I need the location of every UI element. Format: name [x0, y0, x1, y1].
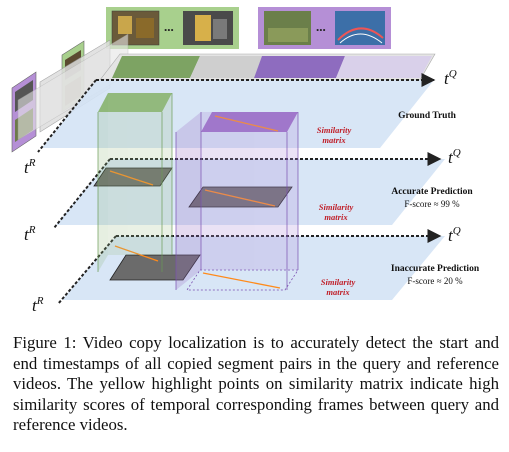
svg-text:matrix: matrix — [322, 135, 346, 145]
query-video-thumbnails: ... — [106, 7, 239, 49]
similarity-matrix-label-2: Similarity matrix — [319, 202, 354, 222]
svg-text:matrix: matrix — [324, 212, 348, 222]
accurate-prediction-metric: F-score ≈ 99 % — [404, 199, 460, 209]
green-projection-column — [98, 93, 172, 272]
inaccurate-prediction-title: Inaccurate Prediction — [391, 264, 480, 274]
projection-guide-lines — [175, 112, 299, 290]
query-axis-label-1: tQ — [444, 68, 457, 88]
similarity-matrix-label-3: Similarity matrix — [321, 277, 356, 297]
reference-axis-label-3: tR — [32, 295, 44, 315]
video-copy-localization-diagram: ... ... — [11, 7, 480, 315]
thumbnail-ellipsis: ... — [164, 19, 174, 34]
ground-truth-title: Ground Truth — [398, 111, 457, 121]
inaccurate-prediction-plane — [57, 229, 445, 305]
reference-frame-stack — [11, 33, 129, 153]
reference-axis-label-1: tR — [24, 157, 36, 177]
reference-axis-label-2: tR — [24, 224, 36, 244]
svg-text:Similarity: Similarity — [321, 277, 356, 287]
accurate-prediction-title: Accurate Prediction — [391, 187, 473, 197]
svg-text:Similarity: Similarity — [317, 125, 352, 135]
similarity-matrix-label-1: Similarity matrix — [317, 125, 352, 145]
green-guide-lines — [97, 93, 173, 272]
ground-truth-plane — [37, 73, 436, 153]
query-axis-label-3: tQ — [448, 225, 461, 245]
thumbnail-ellipsis-2: ... — [316, 19, 326, 34]
accurate-prediction-plane — [53, 152, 445, 229]
query-axis-label-2: tQ — [448, 147, 461, 167]
reference-video-thumbnails: ... — [258, 7, 391, 49]
query-frame-strip — [99, 53, 436, 81]
svg-text:Similarity: Similarity — [319, 202, 354, 212]
inaccurate-prediction-metric: F-score ≈ 20 % — [407, 276, 463, 286]
svg-text:matrix: matrix — [326, 287, 350, 297]
purple-projection-column — [176, 112, 298, 290]
figure-caption: Figure 1: Video copy localization is to … — [13, 333, 499, 435]
